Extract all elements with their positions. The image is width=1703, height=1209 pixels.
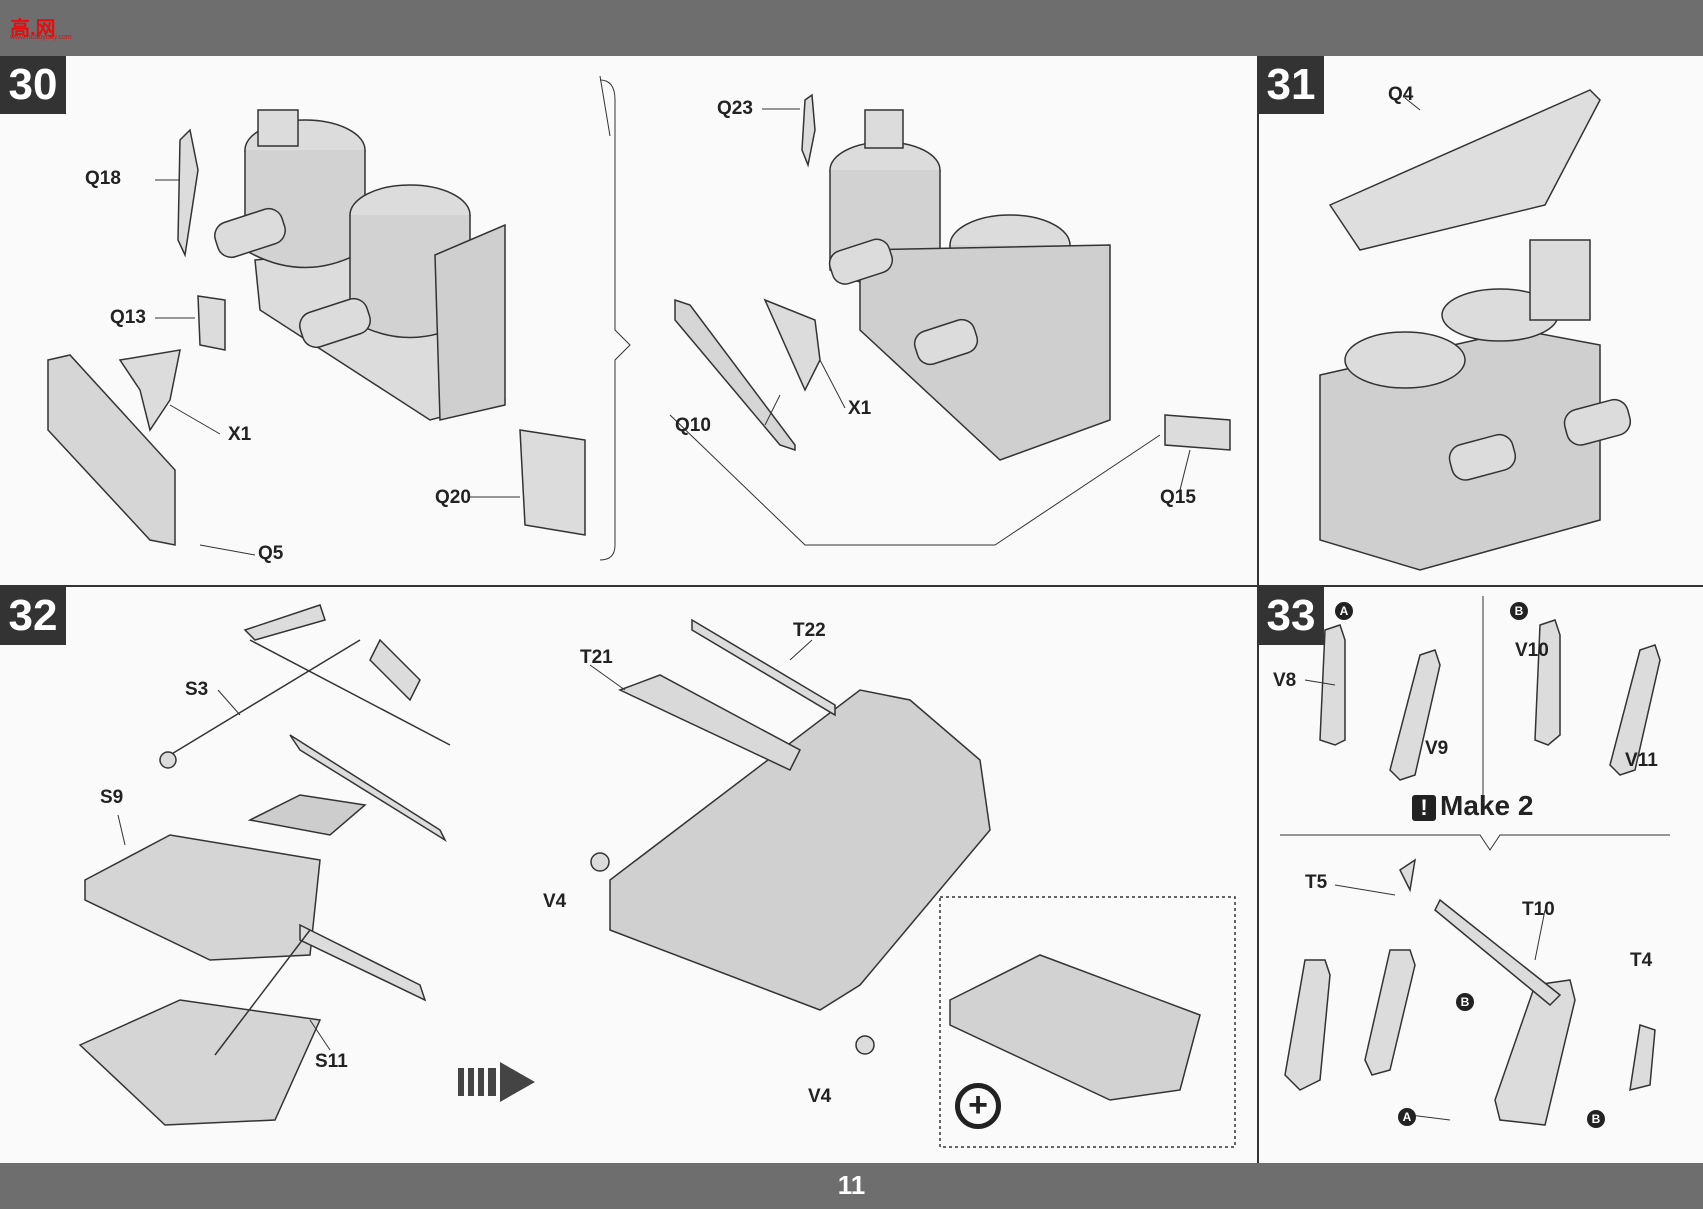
label-v4-upper: V4	[543, 891, 567, 912]
marker-b-lower: B	[1456, 993, 1474, 1011]
label-q10: Q10	[675, 415, 711, 436]
label-x1-left: X1	[228, 424, 252, 445]
part-q23	[801, 93, 816, 168]
step-number-31: 31	[1258, 56, 1324, 114]
footer-bar	[0, 1163, 1703, 1209]
label-q18: Q18	[85, 168, 121, 189]
make-2-text: Make 2	[1440, 790, 1534, 821]
part-x1-right	[763, 298, 821, 392]
next-arrow	[458, 1062, 535, 1102]
part-q4	[1328, 89, 1601, 251]
marker-a: A	[1335, 602, 1353, 620]
label-t22: T22	[793, 620, 826, 641]
exclamation-icon: !	[1412, 795, 1436, 821]
label-q15: Q15	[1160, 487, 1196, 508]
part-q13	[197, 295, 226, 351]
zoom-icon: +	[955, 1083, 1001, 1129]
label-x1-right: X1	[848, 398, 872, 419]
label-v4-lower: V4	[808, 1086, 832, 1107]
zoom-inset-detail	[949, 954, 1201, 1101]
step-number-30: 30	[0, 56, 66, 114]
tracks-final-assembly	[1284, 858, 1656, 1126]
chassis-assembled	[609, 618, 991, 1011]
part-v4-lower	[855, 1035, 875, 1055]
part-q18	[177, 128, 199, 258]
label-q4: Q4	[1388, 84, 1414, 105]
turret-assembly-left	[214, 109, 506, 421]
label-q5: Q5	[258, 543, 284, 564]
marker-b: B	[1510, 602, 1528, 620]
chassis-s3	[159, 604, 451, 769]
part-q10	[674, 298, 796, 452]
chassis-s9	[84, 734, 447, 961]
part-v4-upper	[590, 852, 610, 872]
panel-divider-horizontal	[0, 585, 1703, 587]
zoom-inset-frame	[939, 896, 1236, 1148]
site-logo: 高.网 www.hobbybuy.com	[8, 6, 72, 41]
label-t21: T21	[580, 647, 613, 668]
part-q15	[1164, 414, 1231, 451]
label-v8: V8	[1273, 670, 1297, 691]
page-number: 11	[837, 1170, 866, 1200]
make-2-note: !Make 2	[1412, 790, 1533, 822]
label-s11: S11	[315, 1051, 348, 1072]
label-v11: V11	[1625, 750, 1658, 771]
chassis-s11	[78, 923, 427, 1126]
logo-text: 高.网	[10, 18, 56, 40]
turret-assembly-right	[828, 109, 1111, 461]
part-x1-left	[118, 349, 181, 432]
label-s3: S3	[185, 679, 209, 700]
label-t4: T4	[1630, 950, 1653, 971]
tracks-b	[1534, 619, 1661, 776]
step-number-32: 32	[0, 587, 66, 645]
marker-b-lower-right: B	[1587, 1110, 1605, 1128]
label-q23: Q23	[717, 98, 753, 119]
label-t10: T10	[1522, 899, 1555, 920]
label-v9: V9	[1425, 738, 1449, 759]
tracks-a	[1319, 624, 1441, 781]
logo-url: www.hobbybuy.com	[10, 34, 72, 41]
step-number-33: 33	[1258, 587, 1324, 645]
header-bar: 高.网 www.hobbybuy.com	[0, 0, 1703, 56]
label-t5: T5	[1305, 872, 1328, 893]
turret-assembly-31	[1319, 239, 1632, 571]
part-q20	[519, 429, 586, 536]
label-s9: S9	[100, 787, 124, 808]
part-q5	[47, 354, 176, 546]
label-v10: V10	[1515, 640, 1549, 661]
marker-a-lower: A	[1398, 1108, 1416, 1126]
label-q20: Q20	[435, 487, 471, 508]
label-q13: Q13	[110, 307, 146, 328]
